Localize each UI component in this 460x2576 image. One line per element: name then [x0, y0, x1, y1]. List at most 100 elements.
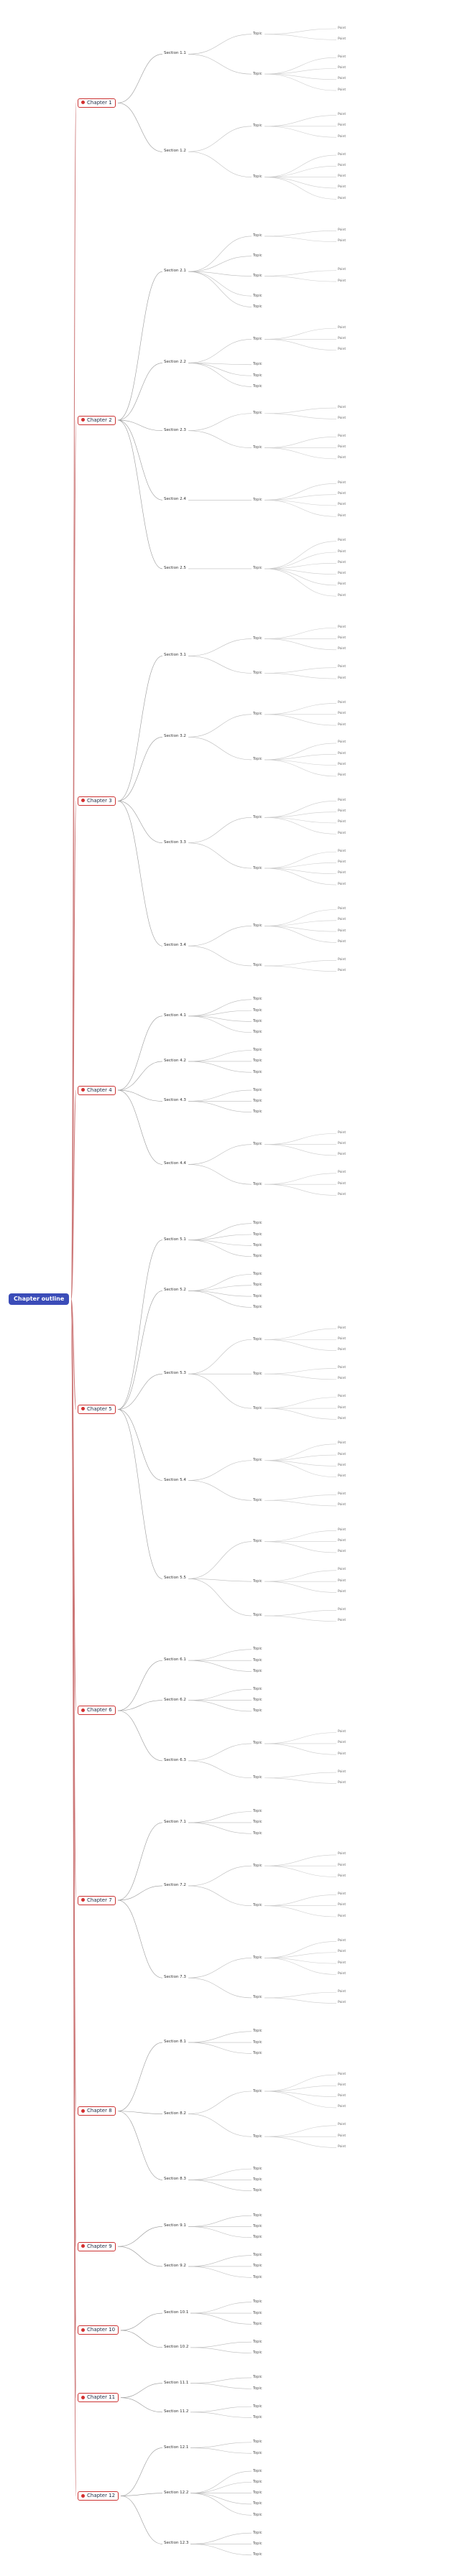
point-node[interactable]: Point: [338, 1752, 346, 1757]
topic-node[interactable]: Topic: [253, 1110, 262, 1114]
topic-node[interactable]: Topic: [253, 254, 262, 258]
point-node[interactable]: Point: [338, 1770, 346, 1775]
point-node[interactable]: Point: [338, 1550, 346, 1554]
point-node[interactable]: Point: [338, 445, 346, 450]
point-node[interactable]: Point: [338, 701, 346, 705]
point-node[interactable]: Point: [338, 269, 346, 272]
point-node[interactable]: Point: [338, 1939, 346, 1943]
point-node[interactable]: Point: [338, 1781, 346, 1785]
topic-node[interactable]: Topic: [253, 1008, 262, 1013]
topic-node[interactable]: Topic: [253, 1956, 262, 1960]
point-node[interactable]: Point: [338, 572, 346, 576]
point-node[interactable]: Point: [338, 1742, 346, 1745]
topic-node[interactable]: Topic: [253, 1337, 262, 1342]
point-node[interactable]: Point: [338, 723, 346, 727]
topic-node[interactable]: Topic: [253, 2531, 262, 2535]
point-node[interactable]: Point: [338, 1464, 346, 1468]
point-node[interactable]: Point: [338, 175, 346, 179]
topic-node[interactable]: Topic: [253, 1687, 262, 1691]
point-node[interactable]: Point: [338, 1528, 346, 1533]
topic-node[interactable]: Topic: [253, 1904, 262, 1907]
topic-node[interactable]: Topic: [253, 2275, 262, 2279]
point-node[interactable]: Point: [338, 337, 346, 341]
section-node[interactable]: Section 5.3: [164, 1371, 186, 1376]
topic-node[interactable]: Topic: [253, 2542, 262, 2546]
topic-node[interactable]: Topic: [253, 1031, 262, 1034]
section-node[interactable]: Section 12.2: [164, 2491, 188, 2496]
topic-node[interactable]: Topic: [253, 671, 262, 675]
topic-node[interactable]: Topic: [253, 175, 262, 179]
point-node[interactable]: Point: [338, 550, 346, 554]
point-node[interactable]: Point: [338, 2083, 346, 2088]
section-node[interactable]: Section 11.1: [164, 2381, 188, 2386]
topic-node[interactable]: Topic: [253, 234, 262, 238]
point-node[interactable]: Point: [338, 583, 346, 587]
topic-node[interactable]: Topic: [253, 2311, 262, 2315]
point-node[interactable]: Point: [338, 135, 346, 139]
chapter-node[interactable]: Chapter 11: [78, 2393, 119, 2403]
point-node[interactable]: Point: [338, 239, 346, 243]
topic-node[interactable]: Topic: [253, 72, 262, 76]
topic-node[interactable]: Topic: [253, 446, 262, 450]
section-node[interactable]: Section 11.2: [164, 2409, 188, 2414]
point-node[interactable]: Point: [338, 1990, 346, 1994]
topic-node[interactable]: Topic: [253, 1996, 262, 1999]
point-node[interactable]: Point: [338, 958, 346, 962]
topic-node[interactable]: Topic: [253, 2376, 262, 2379]
section-node[interactable]: Section 3.2: [164, 735, 186, 739]
topic-node[interactable]: Topic: [253, 1255, 262, 1258]
topic-node[interactable]: Topic: [253, 815, 262, 819]
topic-node[interactable]: Topic: [253, 373, 262, 378]
point-node[interactable]: Point: [338, 153, 346, 157]
topic-node[interactable]: Topic: [253, 2513, 262, 2517]
point-node[interactable]: Point: [338, 860, 346, 865]
topic-node[interactable]: Topic: [253, 1540, 262, 1543]
section-node[interactable]: Section 5.2: [164, 1288, 186, 1293]
topic-node[interactable]: Topic: [253, 1776, 262, 1780]
point-node[interactable]: Point: [338, 1950, 346, 1954]
point-node[interactable]: Point: [338, 2073, 346, 2077]
point-node[interactable]: Point: [338, 871, 346, 875]
point-node[interactable]: Point: [338, 712, 346, 716]
point-node[interactable]: Point: [338, 1442, 346, 1446]
point-node[interactable]: Point: [338, 2124, 346, 2127]
point-node[interactable]: Point: [338, 969, 346, 973]
section-node[interactable]: Section 2.1: [164, 269, 186, 274]
topic-node[interactable]: Topic: [253, 1305, 262, 1309]
chapter-node[interactable]: Chapter 3: [78, 796, 116, 806]
section-node[interactable]: Section 7.1: [164, 1820, 186, 1825]
point-node[interactable]: Point: [338, 763, 346, 767]
topic-node[interactable]: Topic: [253, 964, 262, 967]
section-node[interactable]: Section 8.3: [164, 2177, 186, 2182]
point-node[interactable]: Point: [338, 1326, 346, 1331]
point-node[interactable]: Point: [338, 1366, 346, 1370]
point-node[interactable]: Point: [338, 752, 346, 756]
topic-node[interactable]: Topic: [253, 384, 262, 389]
point-node[interactable]: Point: [338, 1171, 346, 1175]
topic-node[interactable]: Topic: [253, 2189, 262, 2193]
point-node[interactable]: Point: [338, 279, 346, 284]
topic-node[interactable]: Topic: [253, 924, 262, 928]
topic-node[interactable]: Topic: [253, 2469, 262, 2473]
point-node[interactable]: Point: [338, 88, 346, 93]
topic-node[interactable]: Topic: [253, 1019, 262, 1023]
topic-node[interactable]: Topic: [253, 1647, 262, 1651]
section-node[interactable]: Section 4.2: [164, 1059, 186, 1064]
topic-node[interactable]: Topic: [253, 1614, 262, 1617]
topic-node[interactable]: Topic: [253, 2322, 262, 2326]
point-node[interactable]: Point: [338, 940, 346, 944]
point-node[interactable]: Point: [338, 539, 346, 543]
topic-node[interactable]: Topic: [253, 1059, 262, 1063]
topic-node[interactable]: Topic: [253, 1372, 262, 1376]
section-node[interactable]: Section 3.1: [164, 654, 186, 658]
point-node[interactable]: Point: [338, 832, 346, 836]
section-node[interactable]: Section 6.1: [164, 1657, 186, 1663]
section-node[interactable]: Section 10.2: [164, 2345, 188, 2350]
topic-node[interactable]: Topic: [253, 1406, 262, 1410]
point-node[interactable]: Point: [338, 78, 346, 81]
topic-node[interactable]: Topic: [253, 32, 262, 36]
point-node[interactable]: Point: [338, 113, 346, 117]
point-node[interactable]: Point: [338, 929, 346, 934]
topic-node[interactable]: Topic: [253, 2236, 262, 2239]
topic-node[interactable]: Topic: [253, 1232, 262, 1237]
